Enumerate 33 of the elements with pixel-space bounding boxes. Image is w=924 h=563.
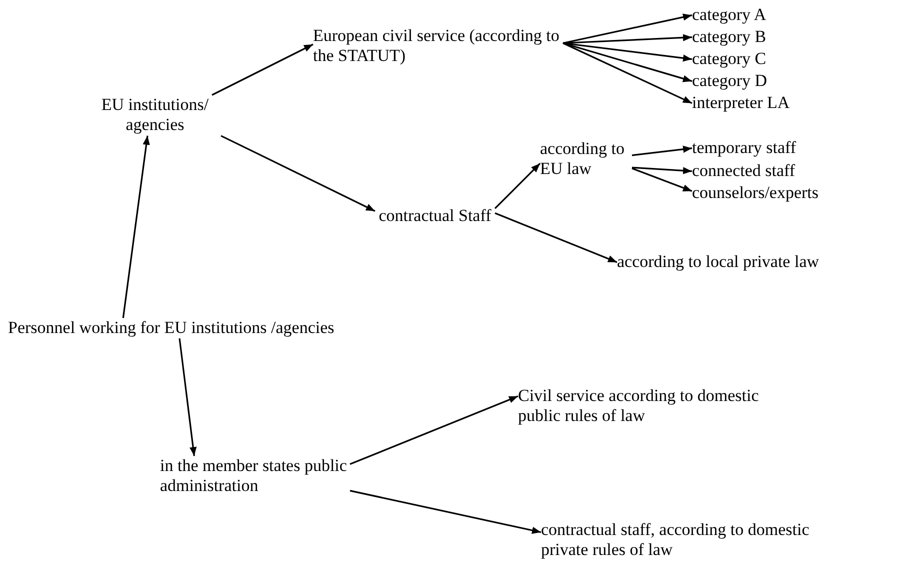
- node-label: temporary staff: [692, 138, 832, 158]
- arrow: [632, 166, 692, 174]
- node-label: European civil service (according to the STATUT): [313, 26, 563, 67]
- node-label: connected staff: [692, 161, 832, 182]
- node-label: counselors/experts: [692, 183, 882, 204]
- node-label: category A: [692, 5, 812, 26]
- arrow: [212, 44, 314, 96]
- node-label: according to local private law: [617, 252, 922, 272]
- arrow: [494, 212, 618, 263]
- node-label: contractual Staff: [375, 206, 495, 226]
- node-label: Personnel working for EU institutions /agencies: [8, 318, 498, 338]
- arrow: [350, 395, 518, 465]
- arrow: [562, 42, 692, 62]
- arrow: [562, 42, 692, 104]
- node-label: in the member states public administration: [160, 456, 350, 497]
- arrow: [178, 338, 197, 456]
- arrow: [122, 136, 150, 318]
- node-label: according to EU law: [540, 139, 632, 180]
- arrow: [632, 168, 692, 192]
- arrow: [494, 162, 541, 210]
- arrow: [562, 14, 692, 44]
- node-label: EU institutions/ agencies: [80, 95, 230, 136]
- arrow: [562, 34, 692, 44]
- arrow: [632, 146, 692, 156]
- arrow: [350, 490, 542, 534]
- node-label: category C: [692, 49, 812, 70]
- node-label: category D: [692, 71, 812, 92]
- node-label: Civil service according to domestic public rules of law: [518, 386, 768, 427]
- node-label: contractual staff, according to domestic private rules of law: [541, 520, 816, 561]
- node-label: category B: [692, 27, 812, 48]
- node-label: interpreter LA: [692, 93, 822, 114]
- arrow: [562, 42, 692, 82]
- arrow: [220, 135, 376, 212]
